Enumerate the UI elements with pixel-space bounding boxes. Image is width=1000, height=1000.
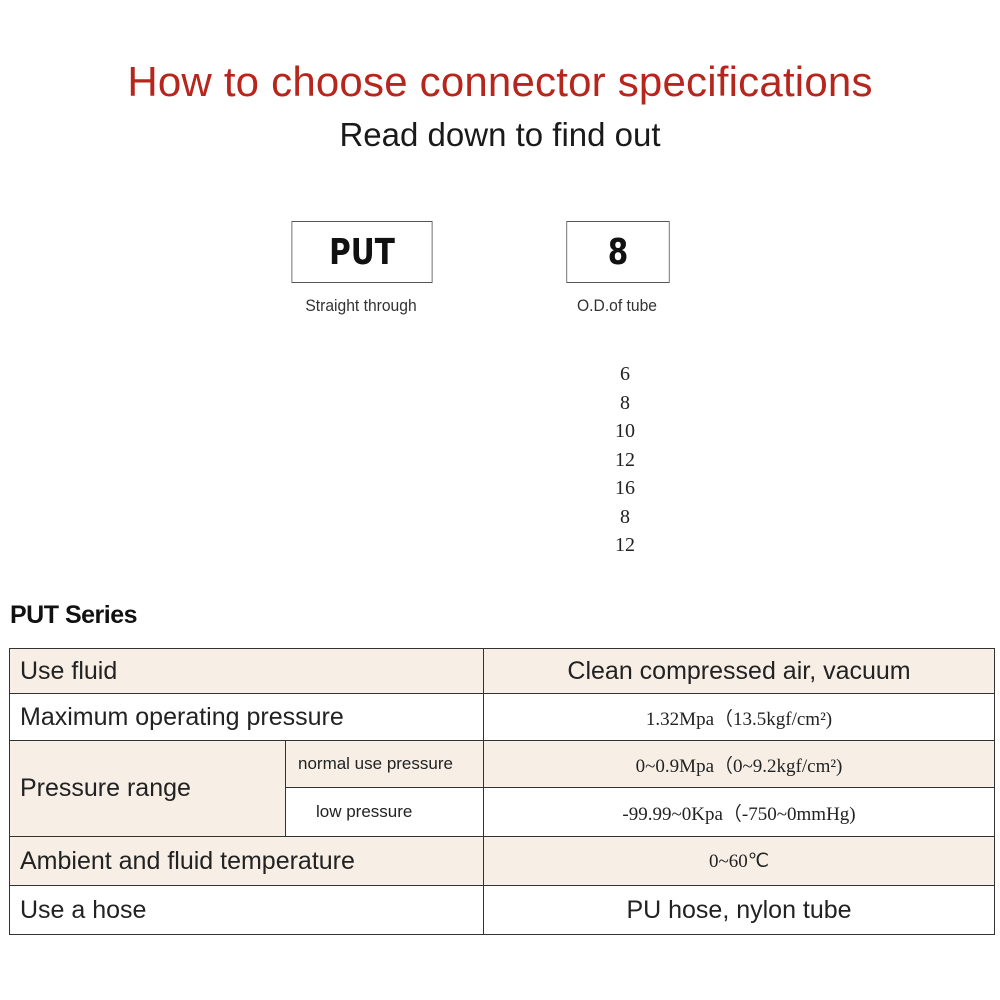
use-fluid-value: Clean compressed air, vacuum: [483, 648, 996, 694]
temperature-value: 0~60℃: [483, 836, 996, 886]
spec-table: Use fluid Clean compressed air, vacuum M…: [8, 648, 996, 935]
model-code-caption: Straight through: [305, 296, 417, 315]
hose-label: Use a hose: [8, 885, 485, 935]
low-pressure-value: -99.99~0Kpa（-750~0mmHg): [483, 787, 996, 837]
tube-size-item: 8: [620, 391, 630, 414]
page-subtitle: Read down to find out: [339, 116, 661, 153]
tube-size-item: 6: [620, 363, 630, 385]
max-pressure-label: Maximum operating pressure: [8, 693, 485, 741]
tube-size-caption: O.D.of tube: [577, 296, 657, 315]
tube-size-item: 12: [615, 534, 635, 556]
normal-pressure-value: 0~0.9Mpa（0~9.2kgf/cm²): [483, 740, 996, 788]
table-row: Pressure range normal use pressure 0~0.9…: [9, 740, 996, 837]
low-pressure-label: low pressure: [284, 787, 485, 837]
series-heading: PUT Series: [10, 601, 138, 629]
pressure-range-label: Pressure range: [9, 740, 286, 837]
page-title: How to choose connector specifications: [127, 58, 873, 105]
tube-size-item: 12: [615, 448, 635, 471]
hose-value: PU hose, nylon tube: [483, 885, 996, 935]
temperature-label: Ambient and fluid temperature: [8, 836, 485, 886]
tube-size-list: 6 8 10 12 16 8 12: [585, 360, 665, 560]
table-row: Use fluid Clean compressed air, vacuum: [8, 648, 996, 694]
tube-size-item: 16: [615, 477, 635, 499]
tube-size-item: 8: [620, 505, 630, 528]
max-pressure-value: 1.32Mpa（13.5kgf/cm²): [483, 693, 996, 741]
table-row: Use a hose PU hose, nylon tube: [8, 885, 996, 935]
table-row: low pressure -99.99~0Kpa（-750~0mmHg): [9, 787, 996, 837]
table-row: Ambient and fluid temperature 0~60℃: [8, 836, 996, 886]
normal-pressure-label: normal use pressure: [284, 740, 485, 788]
tube-size-item: 10: [615, 420, 635, 442]
model-code-box: PUT: [291, 221, 433, 283]
table-row: Maximum operating pressure 1.32Mpa（13.5k…: [8, 693, 996, 741]
use-fluid-label: Use fluid: [8, 648, 485, 694]
tube-size-box: 8: [566, 221, 670, 283]
